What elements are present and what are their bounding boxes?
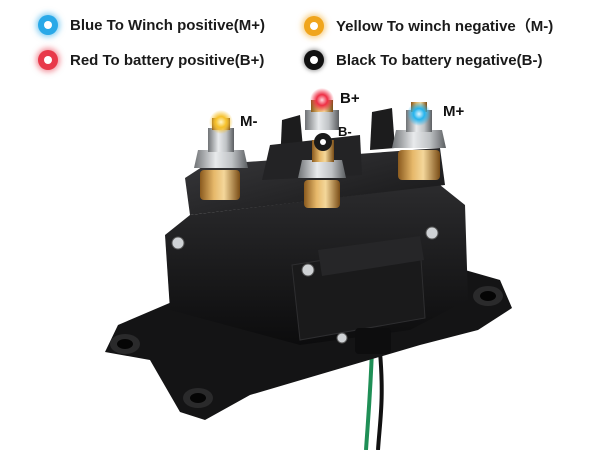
legend-item-yellow: Yellow To winch negative（M-): [304, 15, 553, 36]
color-legend: Blue To Winch positive(M+) Yellow To win…: [0, 0, 600, 80]
legend-label-yellow: Yellow To winch negative（M-): [336, 18, 554, 35]
red-dot-icon: [38, 50, 58, 70]
terminal-m-plus: [392, 102, 446, 180]
solenoid-body: [165, 108, 468, 354]
winch-solenoid-photo: [105, 88, 512, 450]
black-dot-icon: [304, 50, 324, 70]
legend-item-blue: Blue To Winch positive(M+): [38, 15, 265, 35]
terminal-label-m-minus: M-: [240, 113, 258, 130]
terminal-m-minus: [194, 110, 248, 200]
terminal-label-b-plus: B+: [340, 90, 360, 107]
legend-item-red: Red To battery positive(B+): [38, 50, 264, 70]
legend-label-blue: Blue To Winch positive(M+): [70, 16, 266, 34]
terminal-label-m-plus: M+: [443, 103, 465, 120]
control-wires: [364, 349, 384, 450]
legend-item-black: Black To battery negative(B-): [304, 50, 542, 70]
blue-dot-icon: [38, 15, 58, 35]
terminal-label-b-minus: B-: [338, 124, 352, 139]
legend-label-red: Red To battery positive(B+): [70, 51, 265, 69]
terminal-b-minus: [298, 133, 346, 208]
legend-label-black: Black To battery negative(B-): [336, 51, 543, 69]
terminal-b-plus: [305, 88, 339, 130]
yellow-dot-icon: [304, 15, 324, 36]
